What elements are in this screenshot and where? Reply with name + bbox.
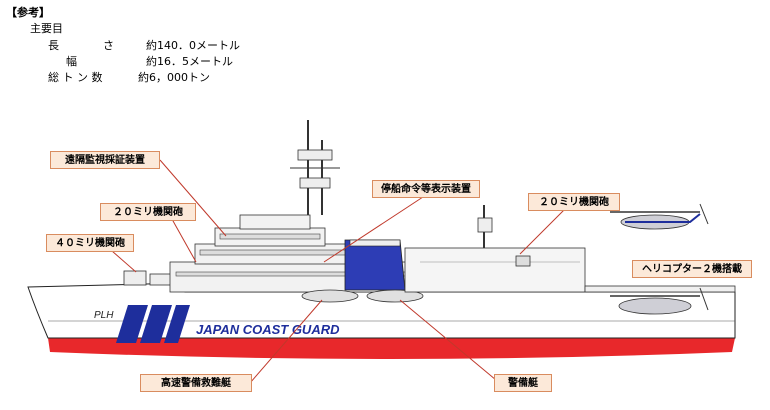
hull-text: JAPAN COAST GUARD bbox=[196, 322, 340, 337]
helicopter-deck-icon bbox=[610, 287, 709, 315]
hull-red-bottom bbox=[48, 338, 735, 359]
leader-stop-order bbox=[323, 194, 427, 263]
label-fast-rescue: 高速警備救難艇 bbox=[140, 374, 252, 392]
leader-patrol-boat bbox=[399, 299, 497, 381]
hull-code: PLH bbox=[94, 310, 114, 321]
label-remote-monitoring: 遠隔監視採証装置 bbox=[50, 151, 160, 169]
label-gun20-aft: ２０ミリ機関砲 bbox=[528, 193, 620, 211]
spec-tonnage-label: 総 ト ン 数 bbox=[48, 71, 103, 84]
spec-width-label: 幅 bbox=[66, 55, 77, 68]
coast-guard-emblem bbox=[116, 305, 190, 343]
leader-gun20-aft bbox=[519, 207, 567, 255]
label-stop-order: 停船命令等表示装置 bbox=[372, 180, 480, 198]
leader-remote bbox=[159, 159, 227, 237]
spec-length-label: 長 さ bbox=[48, 39, 114, 52]
helicopter-air-icon bbox=[610, 203, 709, 230]
label-gun40: ４０ミリ機関砲 bbox=[46, 234, 134, 252]
spec-width-value: 約16．5メートル bbox=[146, 55, 233, 68]
label-helicopter: ヘリコプター２機搭載 bbox=[632, 260, 752, 278]
spec-tonnage-value: 約6，000トン bbox=[138, 71, 210, 84]
spec-length-value: 約140．0メートル bbox=[146, 39, 240, 52]
specs-subheader: 主要目 bbox=[30, 22, 63, 35]
label-gun20-fwd: ２０ミリ機関砲 bbox=[100, 203, 196, 221]
label-patrol-boat: 警備艇 bbox=[494, 374, 552, 392]
specs-header: 【参考】 bbox=[6, 6, 50, 19]
leader-fast-rescue bbox=[249, 299, 323, 384]
